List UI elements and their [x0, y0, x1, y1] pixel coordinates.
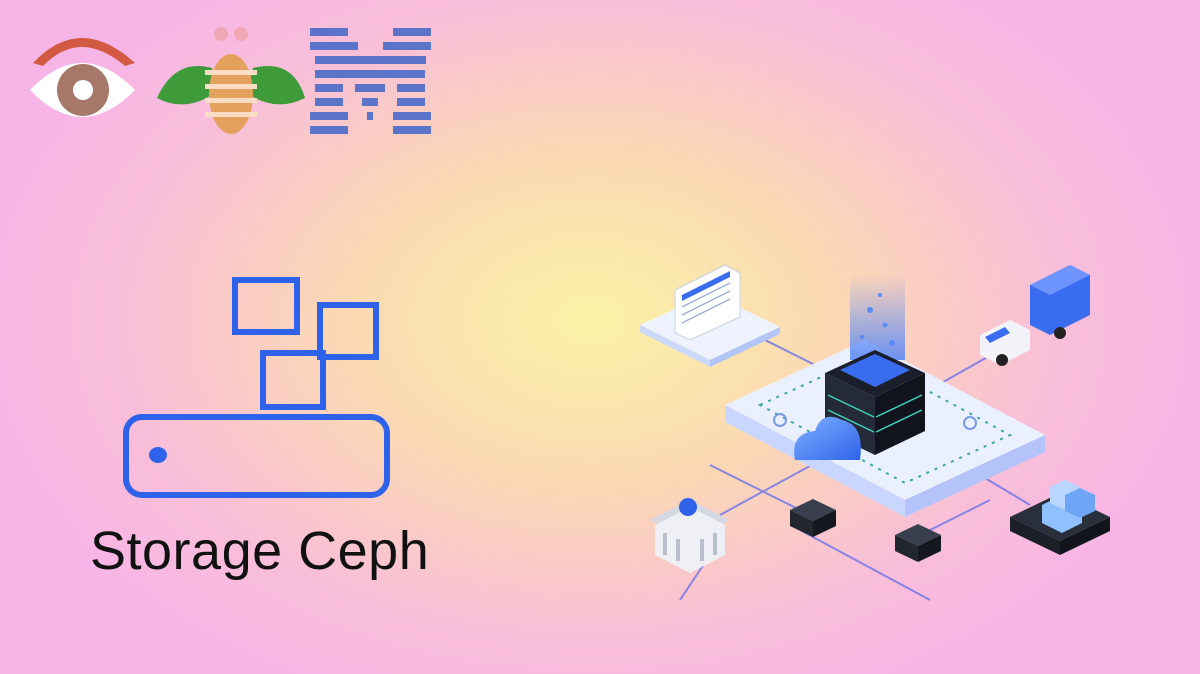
storage-ceph-icon — [123, 277, 390, 498]
document-stack-icon — [640, 264, 780, 367]
ibm-m-icon — [310, 28, 431, 134]
bee-icon — [157, 27, 305, 134]
truck-icon — [980, 265, 1090, 366]
node-icon — [895, 524, 941, 562]
cloud-icon — [794, 416, 861, 460]
eye-icon — [30, 38, 135, 117]
page-title: Storage Ceph — [90, 521, 430, 581]
bank-icon — [650, 498, 730, 573]
container-server-icon — [1010, 480, 1110, 555]
ibm-logo — [30, 27, 431, 134]
storage-network-illustration — [640, 264, 1110, 601]
node-icon — [790, 499, 836, 537]
